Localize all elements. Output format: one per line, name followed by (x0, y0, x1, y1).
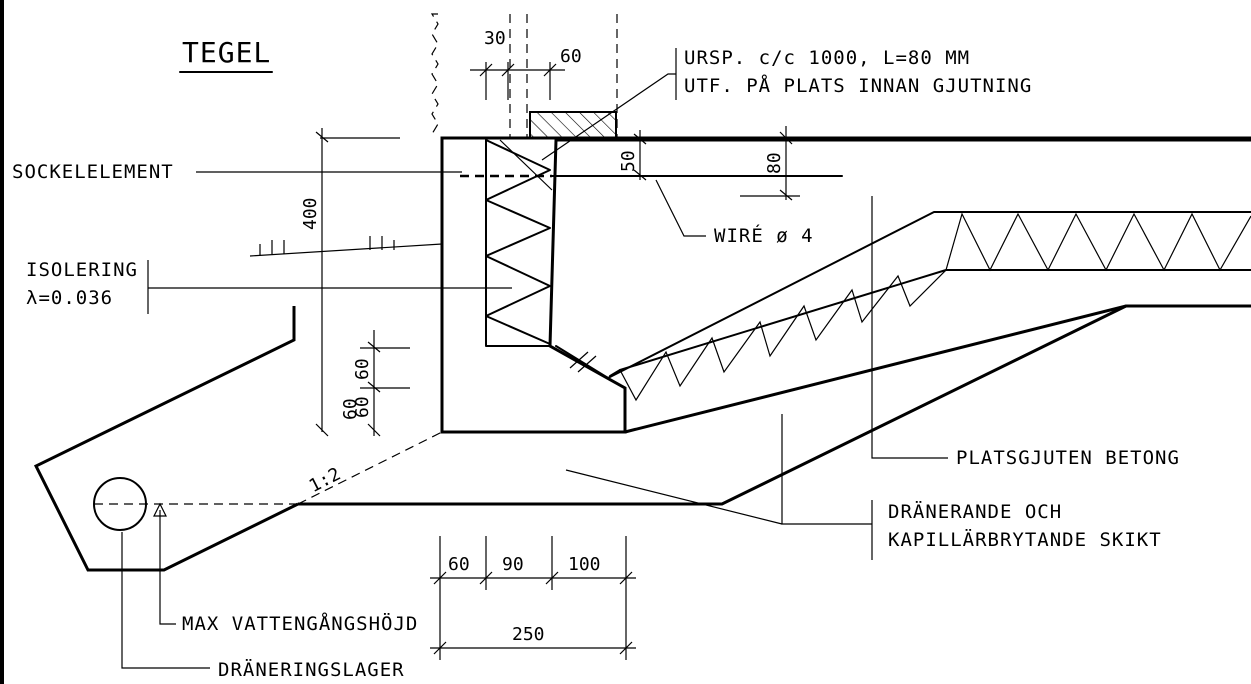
brick-wall-outline (430, 13, 618, 138)
dim-400 (315, 128, 400, 437)
slab-bottom (624, 304, 1251, 434)
socket-element (440, 136, 1251, 434)
dim-60-lower-label: 60 (352, 396, 373, 418)
hatched-anchor-bar (529, 111, 617, 139)
leader-draneringslager (121, 532, 210, 669)
leader-dranerande-2 (565, 469, 783, 525)
leader-ursp (541, 73, 676, 161)
leader-platsgjuten (871, 196, 948, 459)
dim-60-bottom-label: 60 (448, 554, 470, 575)
leader-max-vatten (159, 510, 176, 625)
dim-60-upper-label: 60 (352, 358, 373, 380)
dim-bottom (430, 536, 636, 660)
dim-100-label: 100 (568, 554, 601, 575)
dim-90-label: 90 (502, 554, 524, 575)
label-isolering-1: ISOLERING (26, 259, 138, 281)
slab-insulation (555, 211, 1251, 402)
dim-top (470, 62, 565, 100)
slope-label: 1:2 (306, 464, 345, 497)
socket-insulation (485, 139, 551, 347)
dim-50-80 (633, 126, 800, 201)
dim-30-label: 30 (484, 28, 506, 49)
slope-dashed (297, 431, 443, 505)
dim-50-label: 50 (618, 150, 639, 172)
label-dranerande-2: KAPILLÄRBRYTANDE SKIKT (888, 528, 1162, 551)
drainage-layer-bottom (298, 304, 1127, 506)
drawing-title: TEGEL (182, 36, 271, 69)
label-platsgjuten: PLATSGJUTEN BETONG (956, 447, 1180, 469)
wire-diagonal (499, 139, 553, 191)
dim-80-label: 80 (764, 152, 785, 174)
socket-tick-marks (569, 351, 597, 373)
label-dranerande-1: DRÄNERANDE OCH (888, 500, 1062, 523)
label-draneringslager: DRÄNERINGSLAGER (218, 658, 405, 681)
ground-surface (249, 243, 443, 257)
dim-60-left-label: 60 (340, 398, 361, 420)
label-ursp-2: UTF. PÅ PLATS INNAN GJUTNING (684, 74, 1032, 97)
dim-400-label: 400 (300, 197, 321, 230)
dim-250-label: 250 (512, 624, 545, 645)
label-wire: WIRÉ ø 4 (714, 224, 814, 247)
label-isolering-2: λ=0.036 (26, 287, 113, 309)
label-ursp-1: URSP. c/c 1000, L=80 MM (684, 47, 970, 69)
water-level-marker (153, 502, 167, 517)
label-max-vatten: MAX VATTENGÅNGSHÖJD (182, 612, 418, 635)
dim-60-top-label: 60 (560, 46, 582, 67)
ground-trench (33, 306, 299, 572)
dim-60-60 (360, 330, 410, 437)
label-sockelelement: SOCKELELEMENT (12, 161, 174, 183)
leader-wire (655, 179, 706, 237)
grass-marks (259, 236, 395, 256)
